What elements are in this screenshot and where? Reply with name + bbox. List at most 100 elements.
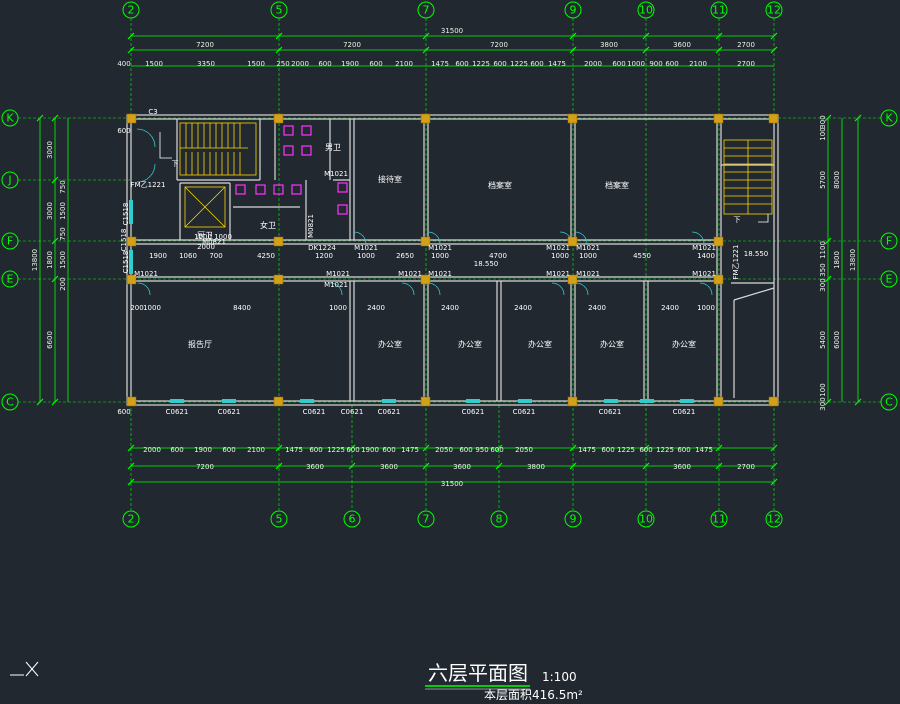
door-label: M1021 [134,270,158,278]
column [273,274,284,285]
window-label: C1518 [122,251,130,274]
dimension-label: 4550 [633,252,651,260]
dimension-label: 2000 [291,60,309,68]
level-mark: 18.550 [744,250,769,258]
window-mark [640,399,654,403]
dimension-label: 2000 [143,446,161,454]
dimension-label: 1475 [431,60,449,68]
door-label: M1021 [692,270,716,278]
dimension-label: 600 [346,446,359,454]
drawing-scale: 1:100 [542,670,577,684]
column [420,113,431,124]
dimension-label: 3000 [46,141,54,159]
dimension-label: 1000 [627,60,645,68]
outer-wall [126,114,779,406]
dimension-label: 3600 [673,41,691,49]
dimension-label: 2400 [514,304,532,312]
toilet-fixture [291,184,302,195]
dimension-label: 600 [382,446,395,454]
window-label: C0621 [218,408,241,416]
dimension-label: 600 [677,446,690,454]
column [567,236,578,247]
dimension-label: 1800 [833,251,841,269]
door-label: C3 [148,108,157,116]
axis-label: 12 [767,4,781,17]
axis-label: 5 [276,4,283,17]
dimension-label: 350 [819,263,827,276]
dimension-label: 1500 [247,60,265,68]
dimension-label: 13800 [849,249,857,271]
axis-label: 5 [276,513,283,526]
door-label: M1021 [576,270,600,278]
column [420,236,431,247]
dimension-label: 1200 [315,252,333,260]
axis-label: 10 [639,4,653,17]
dimension-label: 1100 [819,241,827,259]
axis-label: 6 [349,513,356,526]
window-mark [518,399,532,403]
dimension-label: 1475 [285,446,303,454]
room-label: 档案室 [488,180,512,190]
window-label: C0621 [462,408,485,416]
dimension-label: 1000 [214,233,232,241]
toilet-fixture [235,184,246,195]
dimension-label: 600 [117,408,130,416]
column [273,113,284,124]
door-label: M1021 [428,270,452,278]
dimension-label: 8000 [833,171,841,189]
dimension-label: 3600 [453,463,471,471]
axis-label: F [886,235,892,248]
door-label: C1518 [122,203,130,226]
dimension-label: 2700 [737,60,755,68]
column [713,396,724,407]
dimension-label: 7200 [490,41,508,49]
dimension-label: 2100 [689,60,707,68]
dimension-label: 1225 [656,446,674,454]
column [713,274,724,285]
dimension-label: 3000 [46,202,54,220]
dimension-label: 2700 [737,463,755,471]
dimension-label: 100 [819,383,827,396]
dimension-label: 1500 [59,251,67,269]
dimension-label: 200 [130,304,143,312]
door-label: DK1224 [308,244,336,252]
dimension-label: 31500 [441,480,463,488]
dimension-label: 13800 [31,249,39,271]
room-label: 办公室 [600,339,624,349]
axis-label: E [7,273,14,286]
dimension-label: 300 [819,397,827,410]
dimension-label: 2400 [367,304,385,312]
column [126,274,137,285]
door-label: M1021 [324,170,348,178]
dimension-label: 3350 [197,60,215,68]
room-label: 女卫 [260,220,276,230]
window-mark [466,399,480,403]
dimension-label: 1500 [59,202,67,220]
door-label: M1021 [692,244,716,252]
column [768,396,779,407]
dimension-label: 600 [455,60,468,68]
level-mark: 18.550 [474,260,499,268]
dimension-label: 3600 [673,463,691,471]
door-label: M1021 [354,244,378,252]
window-mark [129,250,133,274]
dimension-label: 750 [59,227,67,240]
window-mark [300,399,314,403]
dimension-label: 8400 [233,304,251,312]
stair-east [723,139,773,215]
dimension-label: 1800 [46,251,54,269]
column [126,396,137,407]
dimension-label: 2400 [441,304,459,312]
dimension-label: 600 [309,446,322,454]
column [420,396,431,407]
dimension-label: 200 [59,277,67,290]
room-label: 报告厅 [188,339,212,349]
dimension-label: 1000 [551,252,569,260]
window-mark [170,399,184,403]
dimension-label: 1000 [357,252,375,260]
column [567,113,578,124]
column [273,236,284,247]
dimension-label: 5400 [819,331,827,349]
door-label: M1021 [576,244,600,252]
toilet-fixture [337,204,348,215]
